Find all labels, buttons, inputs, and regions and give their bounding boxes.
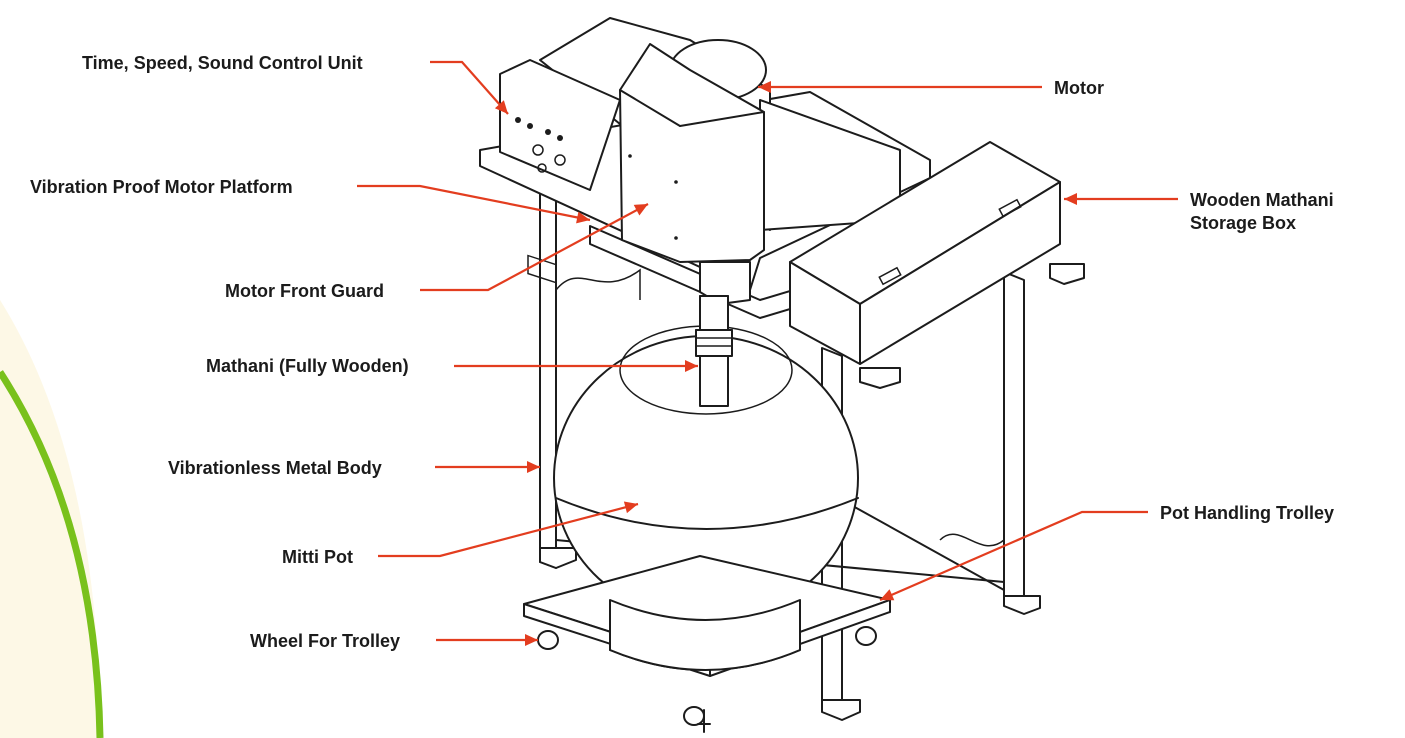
callout-motor-platform-arrowhead bbox=[576, 211, 590, 224]
callout-mitti-pot bbox=[378, 502, 639, 558]
storage-box bbox=[789, 141, 1061, 365]
motor-front-guard bbox=[619, 43, 765, 305]
label-storage-box: Wooden Mathani Storage Box bbox=[1190, 189, 1334, 236]
control-unit bbox=[499, 59, 621, 284]
label-motor-platform: Vibration Proof Motor Platform bbox=[30, 177, 293, 197]
label-front-guard: Motor Front Guard bbox=[225, 281, 384, 301]
label-storage-box-line2: Storage Box bbox=[1190, 213, 1297, 234]
label-metal-body: Vibrationless Metal Body bbox=[168, 458, 382, 478]
callout-control-unit bbox=[430, 60, 509, 115]
callout-wheel-arrowhead bbox=[525, 634, 538, 646]
decorative-arc bbox=[0, 300, 104, 738]
label-storage-box-line1: Wooden Mathani bbox=[1190, 190, 1334, 210]
label-wheel: Wheel For Trolley bbox=[250, 631, 401, 651]
label-control-unit: Time, Speed, Sound Control Unit bbox=[82, 53, 363, 73]
callout-lines bbox=[357, 60, 1178, 646]
callout-front-guard-arrowhead bbox=[633, 204, 648, 216]
callout-storage-box-arrowhead bbox=[1064, 193, 1077, 205]
callout-pot-trolley-arrowhead bbox=[880, 589, 895, 601]
callout-mitti-pot-arrowhead bbox=[623, 501, 638, 514]
callout-motor-platform bbox=[357, 184, 591, 222]
label-pot-trolley: Pot Handling Trolley bbox=[1160, 503, 1335, 523]
callout-mathani-arrowhead bbox=[685, 360, 698, 372]
callout-pot-trolley bbox=[879, 510, 1148, 602]
trolley-wheels bbox=[537, 626, 877, 733]
label-mathani: Mathani (Fully Wooden) bbox=[206, 356, 409, 376]
label-motor: Motor bbox=[1054, 78, 1104, 98]
callout-control-unit-arrowhead bbox=[494, 100, 508, 114]
label-mitti-pot: Mitti Pot bbox=[282, 547, 353, 567]
callout-metal-body-arrowhead bbox=[527, 461, 540, 473]
callout-front-guard bbox=[420, 203, 649, 292]
pot-trolley bbox=[523, 555, 891, 677]
callout-motor-arrowhead bbox=[758, 81, 771, 93]
